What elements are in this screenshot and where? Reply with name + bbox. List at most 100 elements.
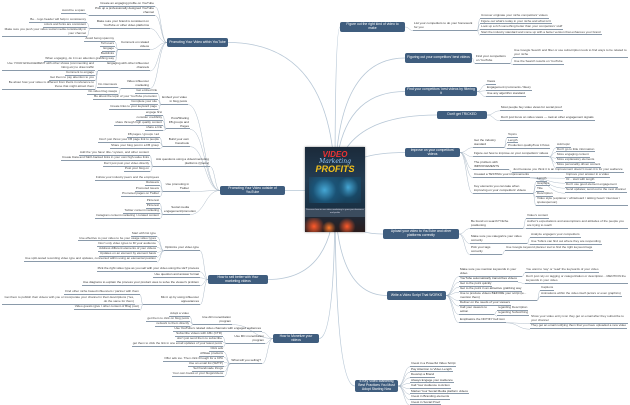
leaf-item[interactable]: More engaging content: [556, 152, 590, 159]
center-book-cover[interactable]: VIDEO Marketing PROFITS Discover how to …: [305, 147, 365, 232]
leaf-item[interactable]: Be... logo header will help in consisten…: [29, 17, 87, 23]
subtopic[interactable]: Get the industry standard: [473, 138, 504, 148]
leaf-item[interactable]: Do interviews: [97, 82, 118, 88]
leaf-item[interactable]: FB pages / groups / ad: [126, 132, 160, 138]
leaf-item[interactable]: Do video blog swaps: [87, 89, 118, 96]
leaf-item[interactable]: Captions: [540, 285, 555, 291]
subtopic[interactable]: Comment on related videos: [118, 40, 150, 50]
subtopic[interactable]: Use question and answer format: [153, 272, 200, 278]
subtopic[interactable]: Develop a Brand: [410, 372, 436, 378]
leaf-item[interactable]: Get embed link: [135, 88, 158, 94]
leaf-item[interactable]: engage first: [144, 110, 163, 116]
leaf-item[interactable]: Description: [536, 191, 554, 198]
subtopic[interactable]: Key elements you can take when improving…: [473, 184, 533, 194]
leaf-item[interactable]: Don't use good element engagement: [565, 182, 618, 189]
leaf-item[interactable]: Get them to publish their videos with yo…: [2, 295, 135, 305]
leaf-item[interactable]: Production quality/how it flows: [507, 143, 551, 149]
leaf-item[interactable]: network to them directly: [155, 321, 190, 327]
subtopic[interactable]: Views: [486, 79, 497, 85]
leaf-item[interactable]: Topics: [507, 132, 518, 138]
branch-node[interactable]: Promoting Your Video outside of YouTube: [220, 186, 285, 195]
leaf-item[interactable]: Start with list type: [130, 231, 157, 237]
subtopic[interactable]: Use any algorithm standard: [486, 91, 526, 97]
leaf-item[interactable]: Don't go to little information: [556, 146, 596, 153]
leaf-item[interactable]: Start the industry standard and come up …: [480, 29, 602, 36]
subtopic[interactable]: Video influencer marketing: [121, 79, 150, 89]
subtopic[interactable]: Invest in Branding elements: [410, 394, 451, 400]
branch-node[interactable]: Find your competitors' best videos by fi…: [405, 87, 477, 96]
leaf-item[interactable]: Use Google keyword planner tool to find …: [505, 245, 594, 251]
leaf-item[interactable]: regarding Description: [497, 305, 529, 312]
leaf-item[interactable]: Look up a rich something better than you…: [480, 24, 564, 30]
leaf-item[interactable]: Post your blog on: [123, 166, 150, 172]
subtopic[interactable]: Find your competitors on YouTube: [475, 54, 510, 64]
leaf-item[interactable]: Length: [536, 176, 548, 182]
subtopic[interactable]: Pick your tags correctly: [470, 245, 502, 255]
leaf-item[interactable]: Use split-tested recording video type an…: [23, 256, 157, 263]
leaf-item[interactable]: Engage: [102, 46, 115, 53]
leaf-item[interactable]: Sell handmade things: [192, 366, 224, 372]
branch-node[interactable]: Write a Video Script That WORKS: [387, 291, 446, 300]
subtopic[interactable]: Don't just focus on video views — look a…: [500, 115, 595, 121]
subtopic[interactable]: Use YouTube's related video channels wit…: [173, 326, 262, 333]
branch-node[interactable]: Figuring out your competitors' best vide…: [405, 53, 472, 63]
leaf-item[interactable]: Avoid being spammy: [84, 36, 115, 43]
leaf-item[interactable]: Make sure you push your video social med…: [2, 27, 87, 37]
leaf-item[interactable]: Share your blog post in a FB group: [110, 143, 160, 149]
subtopic[interactable]: Get to the point quickly: [459, 281, 493, 288]
leaf-item[interactable]: Title: [536, 186, 544, 193]
subtopic[interactable]: Create an engaging profile on YouTube: [99, 1, 155, 7]
subtopic[interactable]: What will you selling?: [230, 358, 262, 364]
leaf-item[interactable]: Video guests (give / other content of Bl…: [73, 304, 140, 311]
leaf-item[interactable]: Comment to engage: [64, 70, 95, 77]
subtopic[interactable]: Optimize your video type: [163, 245, 200, 251]
leaf-item[interactable]: regarding Subscribing: [497, 310, 530, 317]
leaf-item[interactable]: Just because you think it is an improvem…: [512, 167, 624, 174]
subtopic[interactable]: Call your viewers to action: [459, 305, 494, 315]
leaf-item[interactable]: don't just send them to subscribe: [175, 336, 223, 343]
leaf-item[interactable]: Pinterest: [145, 203, 160, 209]
leaf-item[interactable]: Use YOUR ENGAGEMENT with other shows (co…: [2, 62, 95, 71]
leaf-item[interactable]: Promoted pages on Twitter: [121, 191, 160, 197]
leaf-item[interactable]: Be about the topic of your YouTube promo…: [93, 94, 158, 101]
subtopic[interactable]: Make sure you categorize your video corr…: [470, 234, 527, 244]
leaf-item[interactable]: Address different elements of your video…: [98, 246, 157, 253]
leaf-item[interactable]: share through high quality content: [114, 120, 163, 126]
leaf-item[interactable]: consider credibility: [135, 115, 163, 121]
branch-node[interactable]: Promoting Your Video within YouTube: [167, 38, 228, 47]
leaf-item[interactable]: When engaging, do it in an attention gra…: [44, 56, 115, 63]
subtopic[interactable]: Pick the right video type as you sell wi…: [96, 266, 200, 272]
leaf-item[interactable]: Instagram content marketing / curated co…: [94, 213, 160, 219]
subtopic[interactable]: Invest in a Powerful Video Script: [410, 361, 457, 367]
leaf-item[interactable]: Graphics: [536, 180, 551, 187]
leaf-item[interactable]: Add the 'you have' title / system, and o…: [78, 150, 150, 156]
leaf-item[interactable]: Send updates; send out to the next chann…: [565, 187, 627, 194]
leaf-item[interactable]: Don't just rely on tagging or categoriza…: [525, 274, 628, 284]
leaf-item[interactable]: Video style (explainer / whiteboard / ta…: [536, 197, 628, 206]
leaf-item[interactable]: More personality driven content: [556, 162, 602, 169]
subtopic[interactable]: Use diagrams to explain the process your…: [81, 280, 200, 286]
subtopic[interactable]: Engaging with other influencer channels: [98, 62, 150, 71]
leaf-item[interactable]: Don't just post your video directly: [102, 161, 150, 167]
leaf-item[interactable]: Animations within the video itself (acto…: [540, 291, 622, 297]
branch-node[interactable]: How to sell better with Your marketing v…: [208, 275, 268, 284]
leaf-item[interactable]: Updates on an element by element basis: [98, 251, 157, 258]
leaf-item[interactable]: Tell users: [99, 41, 115, 48]
branch-node[interactable]: Figure out the right kind of video to ma…: [340, 22, 405, 32]
branch-node[interactable]: Upload your video to YouTube and other p…: [383, 229, 459, 239]
leaf-item[interactable]: get them to click the link in one email …: [131, 341, 223, 348]
subtopic[interactable]: Post/Sharing FB groups and Pages: [166, 116, 190, 130]
subtopic[interactable]: Get to the point in an attractive grabbi…: [459, 286, 523, 293]
leaf-item[interactable]: Be about how your video is different fro…: [2, 81, 95, 90]
leaf-item[interactable]: colors and fonts are consistent: [43, 22, 87, 28]
leaf-item[interactable]: Pinterest: [145, 198, 160, 204]
leaf-item[interactable]: Use Google Search and filter or use subs…: [513, 48, 628, 58]
leaf-item[interactable]: More explanatory elements: [556, 157, 596, 164]
subtopic[interactable]: Build your own Facebook: [163, 137, 190, 147]
leaf-item[interactable]: They get an email notifying them that yo…: [530, 323, 628, 330]
leaf-item[interactable]: Create Data and SEO-backed links in your…: [60, 155, 150, 161]
subtopic[interactable]: Ask questions using a video/mentoring pl…: [153, 157, 210, 167]
subtopic[interactable]: Make sure you mention keywords in your v…: [459, 267, 522, 277]
subtopic[interactable]: Pick up a professionally designed YouTub…: [89, 6, 155, 16]
subtopic[interactable]: Emphasize the NOTIFY bell icon: [459, 317, 506, 323]
